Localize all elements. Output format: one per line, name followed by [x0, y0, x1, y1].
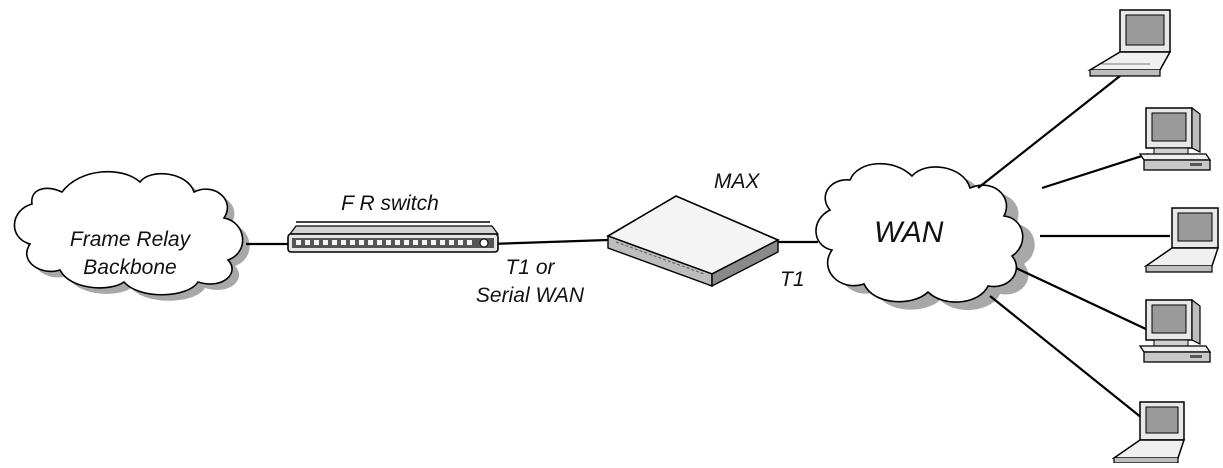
backbone-label-line2: Backbone	[83, 256, 177, 279]
link-wan-to-computer-4	[1015, 267, 1149, 331]
fr-switch-device	[287, 221, 500, 253]
computer-3-laptop-icon	[1143, 207, 1220, 273]
wan-label: WAN	[874, 216, 944, 249]
computer-1-laptop-icon	[1087, 9, 1172, 77]
max-device	[606, 195, 780, 288]
wan-cloud	[815, 162, 1035, 311]
max-label: MAX	[714, 170, 760, 193]
link-wan-to-computer-2	[1041, 152, 1149, 190]
link-wan-to-computer-1	[977, 75, 1121, 189]
frame-relay-cloud	[13, 170, 250, 301]
computer-5-laptop-icon	[1111, 401, 1186, 464]
link-left-label-line1: T1 or	[505, 256, 555, 279]
computer-4-desktop-icon	[1138, 298, 1212, 363]
computer-2-desktop-icon	[1138, 106, 1212, 171]
link-left-label-line2: Serial WAN	[475, 284, 585, 307]
link-wan-to-computer-5	[989, 295, 1143, 419]
fr-switch-label: F R switch	[341, 192, 439, 215]
backbone-label-line1: Frame Relay	[69, 228, 191, 251]
link-switch-to-max	[489, 238, 609, 246]
t1-label: T1	[780, 268, 805, 291]
